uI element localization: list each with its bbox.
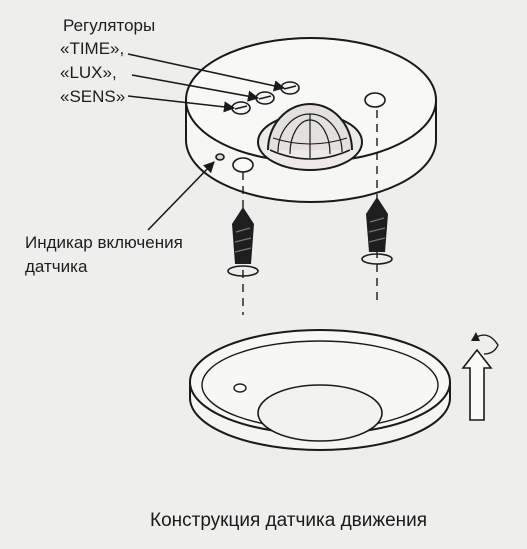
regulator-leader-lines [127,53,286,113]
label-time: «TIME», [60,39,125,58]
label-regulators-title: Регуляторы [63,16,156,35]
diagram-caption: Конструкция датчика движения [150,510,428,531]
base-hole [233,383,247,393]
label-indicator-line1: Индикар включения [25,233,183,252]
mounting-base [189,329,451,451]
rotation-arrow-icon [461,332,499,421]
regulator-knobs [231,81,300,115]
screw-left [227,207,259,277]
screw-hole-left [232,157,254,173]
screw-right [361,197,393,265]
label-indicator-line2: датчика [25,257,88,276]
base-center-opening [257,384,383,442]
pir-lens [257,103,363,171]
indicator-leader-line [147,161,215,231]
label-lux: «LUX», [60,63,117,82]
power-indicator [215,153,225,161]
label-sens: «SENS» [60,87,126,106]
screw-hole-right [364,92,386,108]
